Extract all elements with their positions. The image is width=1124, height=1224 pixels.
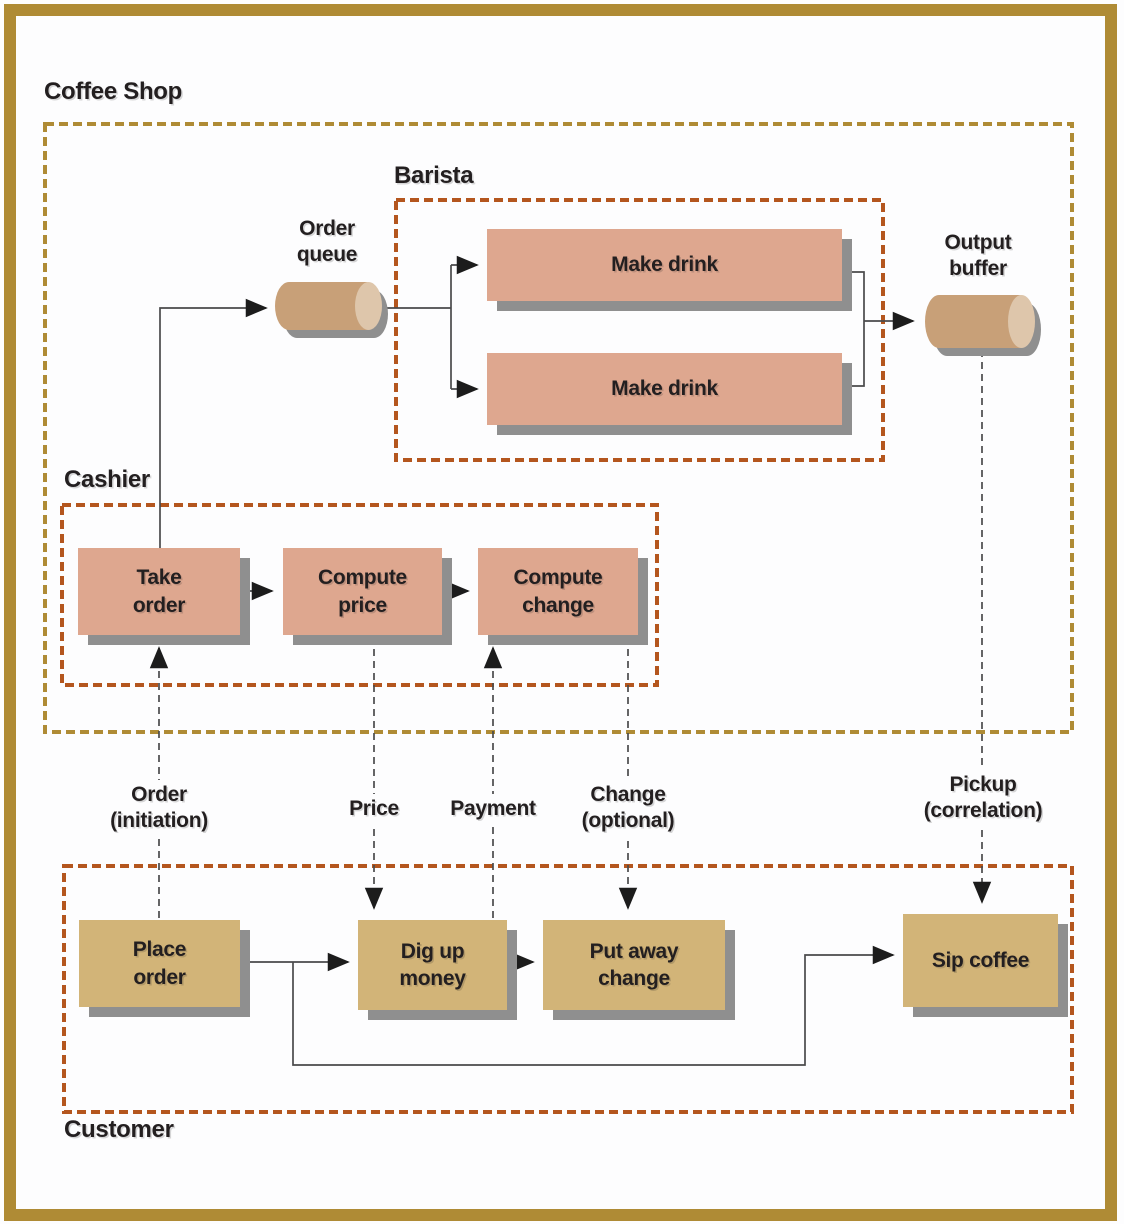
message-label-payment: Payment	[445, 794, 541, 825]
sip-coffee-box: Sip coffee	[903, 914, 1058, 1007]
message-label-order: Order (initiation)	[105, 780, 213, 837]
output-buffer-cylinder-cap	[1008, 295, 1035, 348]
message-label-pickup: Pickup (correlation)	[918, 770, 1048, 827]
barista-region-label: Barista	[394, 162, 474, 189]
order-queue-cylinder-cap	[355, 282, 382, 330]
place-order-box: Place order	[79, 920, 240, 1007]
cashier-region-label: Cashier	[64, 466, 150, 493]
customer-region-label: Customer	[64, 1116, 174, 1143]
output-buffer-label: Output buffer	[944, 231, 1012, 281]
compute-price-box: Compute price	[283, 548, 442, 635]
output-buffer-cylinder	[925, 295, 1035, 348]
compute-change-box: Compute change	[478, 548, 638, 635]
connector-take-order-to-order-queue	[159, 298, 268, 548]
dig-up-money-box: Dig up money	[358, 920, 507, 1010]
take-order-box: Take order	[78, 548, 240, 635]
message-label-change: Change (optional)	[576, 780, 680, 837]
connector-place-order-to-sip-coffee	[292, 945, 895, 1066]
message-label-price: Price	[344, 794, 404, 825]
customer-region-border	[62, 864, 1074, 1114]
put-away-change-box: Put away change	[543, 920, 725, 1010]
order-queue-label: Order queue	[296, 217, 358, 267]
cashier-region-border	[60, 503, 659, 687]
barista-region-border	[394, 198, 885, 462]
coffee-shop-region-border	[43, 122, 1074, 734]
make-drink-1-box: Make drink	[487, 229, 842, 301]
coffee-shop-region-label: Coffee Shop	[44, 78, 183, 105]
order-queue-cylinder	[275, 282, 382, 330]
connector-barista-merge	[842, 271, 865, 387]
make-drink-2-box: Make drink	[487, 353, 842, 425]
